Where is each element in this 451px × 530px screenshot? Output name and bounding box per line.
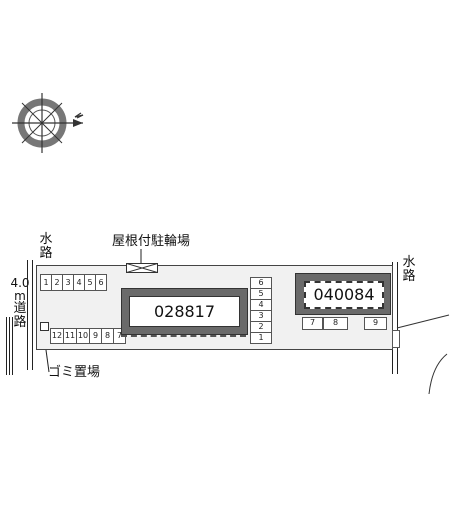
stall: 11	[63, 328, 77, 344]
road-edge-left-4	[27, 260, 28, 370]
stall: 7	[302, 317, 323, 330]
road-edge-left-3	[12, 317, 13, 375]
road-name-1: 道	[13, 301, 27, 316]
stall: 3	[62, 274, 74, 291]
road-width-value: 4.0	[10, 276, 30, 290]
road-bridge-box	[392, 330, 400, 348]
bicycle-roof-icon	[126, 263, 158, 273]
stall: 10	[76, 328, 90, 344]
garbage-area-label: ゴミ置場	[48, 365, 101, 380]
outer-road-lines	[396, 314, 450, 395]
stall: 8	[323, 317, 348, 330]
road-width-unit: m	[14, 289, 26, 303]
road-edge-right-2	[397, 262, 398, 374]
road-edge-left-2	[9, 317, 10, 375]
stall: 1	[250, 332, 272, 344]
road-name-2: 路	[13, 315, 27, 330]
road-edge-left-1	[6, 317, 7, 375]
building-028817-eave	[121, 335, 246, 337]
leader-line-bicycle	[140, 249, 142, 263]
building-028817-label: 028817	[129, 296, 240, 327]
water-road-right-label: 水 路	[402, 255, 416, 284]
building-id: 028817	[153, 302, 216, 321]
road-edge-left-5	[32, 260, 33, 370]
compass-rose-icon	[12, 93, 84, 153]
stall: 9	[364, 317, 387, 330]
stall: 6	[95, 274, 107, 291]
building-040084-label: 040084	[304, 281, 384, 309]
building-id: 040084	[313, 285, 375, 304]
road-width-label: 4.0 m 道 路	[8, 277, 32, 330]
bicycle-parking-label: 屋根付駐輪場	[112, 234, 191, 249]
water-road-left-label: 水 路	[39, 232, 53, 261]
stall: 12	[50, 328, 64, 344]
garbage-box-icon	[40, 322, 49, 331]
